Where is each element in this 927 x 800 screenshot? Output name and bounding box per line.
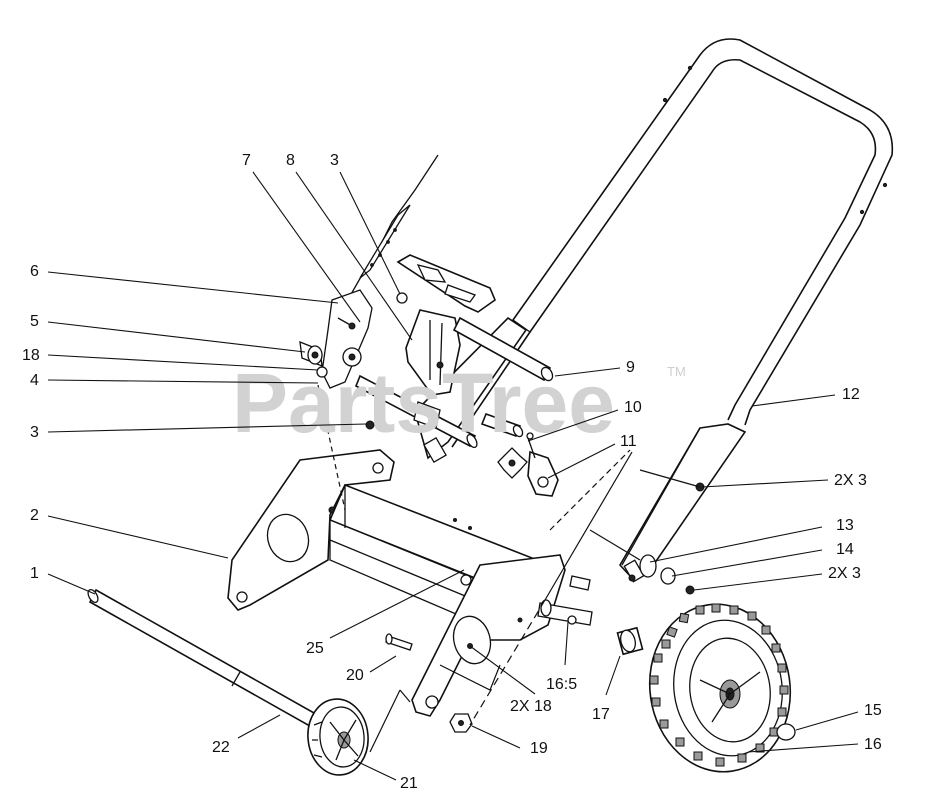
small-wheel [307,698,369,776]
callout-2x3-upper: 2X 3 [834,472,867,489]
callout-4: 4 [30,372,39,389]
callout-9: 9 [626,359,635,376]
callout-7: 7 [242,152,251,169]
bolt-20 [385,633,413,651]
nut-19 [449,713,473,733]
axle-rod-1 [87,588,332,736]
callout-2x18: 2X 18 [510,698,552,715]
nut-3-upper [396,292,408,304]
main-shaft [354,374,478,449]
leader-lines [47,171,859,781]
large-wheel [648,603,792,773]
callout-6: 6 [30,263,39,280]
callout-10: 10 [624,399,642,416]
axle-stub [537,575,593,626]
hub-cap-15 [776,723,796,741]
callout-14: 14 [836,541,854,558]
svg-text:TM: TM [667,364,686,379]
callout-20: 20 [346,667,364,684]
lever-bracket [396,254,496,396]
axle-pin-10 [480,412,524,438]
handle-lower-bracket [619,423,747,583]
handle-tube [429,38,894,448]
callout-19: 19 [530,740,548,757]
bushing-5 [299,340,323,368]
callout-12: 12 [842,386,860,403]
axle-pin-9 [452,316,554,382]
callout-5: 5 [30,313,39,330]
callout-8: 8 [286,152,295,169]
callout-21: 21 [400,775,418,792]
callout-17: 17 [592,706,610,723]
callout-25: 25 [306,640,324,657]
callout-1: 1 [30,565,39,582]
bolt-6 [337,317,356,330]
callout-16: 16 [864,736,882,753]
washer-13-14 [628,482,705,595]
callout-2: 2 [30,507,39,524]
svg-text:PartsTree: PartsTree [232,356,615,450]
callout-labels: 7 8 3 6 5 18 4 3 2 1 9 10 11 12 2X 3 13 … [22,152,882,792]
callout-15: 15 [864,702,882,719]
side-plate [411,554,566,717]
callout-11: 11 [620,433,637,450]
callout-3-lower: 3 [30,424,39,441]
control-cable [321,154,439,389]
bushing-17 [616,626,644,656]
star-hub [497,447,528,479]
cam-11 [526,432,559,497]
callout-22: 22 [212,739,230,756]
callout-18: 18 [22,347,40,364]
callout-2x3-lower: 2X 3 [828,565,861,582]
spacer-18 [316,366,328,378]
watermark: PartsTree TM [232,356,686,450]
callout-3-upper: 3 [330,152,339,169]
assembly-lines [317,384,701,753]
callout-16-5: 16:5 [546,676,577,693]
callout-13: 13 [836,517,854,534]
